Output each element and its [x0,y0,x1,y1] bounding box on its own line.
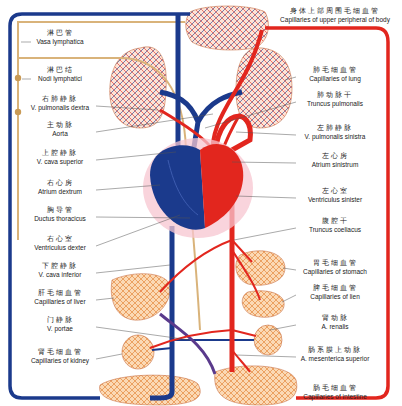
chinese-label: 右心室 [47,236,74,243]
chinese-label: 胃毛细血管 [313,260,358,267]
chinese-label: 肾毛细血管 [38,349,83,356]
chinese-label: 右肺静脉 [42,96,78,103]
latin-label: Ventriculus dexter [34,245,86,252]
chinese-label: 淋巴管 [47,30,74,37]
artery [265,28,388,398]
heart-detail [168,160,198,215]
latin-label: Capillaries of stomach [303,269,367,276]
chinese-label: 门静脉 [47,317,74,324]
lymph-node [15,109,21,115]
latin-label: Nodi lymphatici [38,76,82,83]
latin-label: V. portae [47,326,73,333]
latin-label: A. renalis [321,324,348,331]
chinese-label: 肺动脉干 [317,92,353,99]
latin-label: Atrium dextrum [38,189,82,196]
chinese-label: 淋巴结 [47,67,74,74]
latin-label: V. pulmonalis sinistra [305,134,366,141]
chinese-label: 下腔静脉 [42,263,78,270]
left-heart [200,144,243,228]
latin-label: Ventriculus sinister [308,197,362,204]
right-heart [150,145,205,229]
chinese-label: 肠系膜上动脉 [308,347,362,354]
latin-label: Capillaries of upper peripheral of body [280,17,390,24]
chinese-label: 肾动脉 [322,315,349,322]
latin-label: Aorta [52,131,68,138]
right-lung-capillaries [110,47,167,128]
latin-label: Capillaries of intestine [303,394,367,401]
chinese-label: 肝毛细血管 [38,290,83,297]
latin-label: Ductus thoracicus [34,216,86,223]
latin-label: V. pulmonalis dextra [31,105,89,112]
leader-lines [21,42,296,359]
latin-label: Truncus pulmonalis [307,101,363,108]
superior-vena-cava [176,14,181,152]
lower-body-capillaries [100,375,201,405]
chinese-label: 胸导管 [47,207,74,214]
latin-label: V. cava inferior [39,272,82,279]
chinese-label: 左心房 [322,153,349,160]
portal-vein [160,314,215,374]
coeliac-trunk [160,240,260,300]
renal-artery [150,330,256,348]
chinese-label: 右心房 [47,180,74,187]
chinese-label: 肺毛细血管 [313,67,358,74]
inferior-vena-cava [150,226,172,398]
kidney-capillaries [122,335,154,369]
latin-label: Capillaries of kidney [31,358,89,365]
chinese-label: 主动脉 [47,122,74,129]
latin-label: Atrium sinistrum [312,162,359,169]
latin-label: V. cava superior [37,159,83,166]
chinese-label: 上腔静脉 [42,150,78,157]
chinese-label: 脾毛细血管 [313,285,358,292]
lymph-node [15,75,21,81]
chinese-label: 腹腔干 [322,218,349,225]
latin-label: Vasa lymphatica [36,39,83,46]
chinese-label: 肠毛细血管 [313,385,358,392]
intestine-capillaries [215,366,297,405]
spleen-capillaries [242,291,284,318]
chinese-label: 身体上部周围毛细血管 [290,8,380,15]
latin-label: Capillaries of liver [34,299,85,306]
latin-label: Capillaries of lung [309,76,361,83]
latin-label: Capillaries of lien [310,294,360,301]
latin-label: Truncus coeliacus [309,227,361,234]
chinese-label: 左心室 [322,188,349,195]
mesenteric-artery [232,350,250,372]
pericardium [143,138,253,238]
kidney-capillaries [254,325,282,355]
latin-label: A. mesenterica superior [301,356,370,363]
chinese-label: 左肺静脉 [317,125,353,132]
